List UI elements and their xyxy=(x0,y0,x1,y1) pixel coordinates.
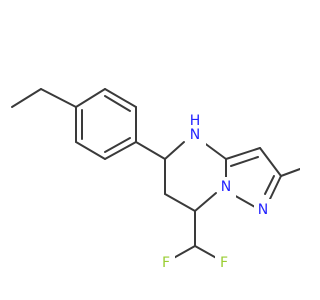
bond-aryl-c5 xyxy=(135,141,166,160)
bond-ch2-aryl xyxy=(40,88,77,108)
bond-c3-c2 xyxy=(259,147,282,177)
bond-benzene-3-inner xyxy=(104,137,131,153)
nh-label-background xyxy=(186,115,206,151)
bond-benzene-6 xyxy=(75,88,106,108)
n-pyrazole-label: N xyxy=(258,202,268,218)
f-left-label: F xyxy=(162,255,170,271)
bond-c2-methyl xyxy=(280,168,300,177)
n-pyrazole-label-background xyxy=(254,199,273,220)
f-right-label: F xyxy=(220,255,228,271)
bond-ch3-ch2 xyxy=(11,88,42,108)
bond-c2-n-pyrazole xyxy=(269,175,282,200)
n-bridge-label: N xyxy=(221,179,231,195)
nh-nitrogen-label: N xyxy=(190,127,200,143)
bond-benzene-2 xyxy=(75,141,106,160)
bond-c3a-c3-inner xyxy=(230,156,259,167)
f-right-label-background xyxy=(215,253,233,274)
bond-nh-c3a xyxy=(202,141,227,160)
bond-c6-c7 xyxy=(164,193,196,212)
bond-layer xyxy=(11,88,300,261)
nh-hydrogen-label: H xyxy=(190,113,201,129)
bond-c7-n-bridge xyxy=(194,192,217,212)
bond-c3a-c3 xyxy=(225,147,261,160)
label-layer: N H N N F F xyxy=(157,113,273,274)
f-left-label-background xyxy=(157,253,175,274)
bond-benzene-3 xyxy=(104,141,137,160)
molecule-structure: N H N N F F xyxy=(11,88,300,274)
bond-c5-nh xyxy=(164,141,185,160)
n-bridge-label-background xyxy=(217,177,236,198)
bond-benzene-5-inner xyxy=(104,95,131,112)
bond-c2-n-pyrazole-inner xyxy=(264,175,275,195)
bond-benzene-5 xyxy=(104,88,137,108)
